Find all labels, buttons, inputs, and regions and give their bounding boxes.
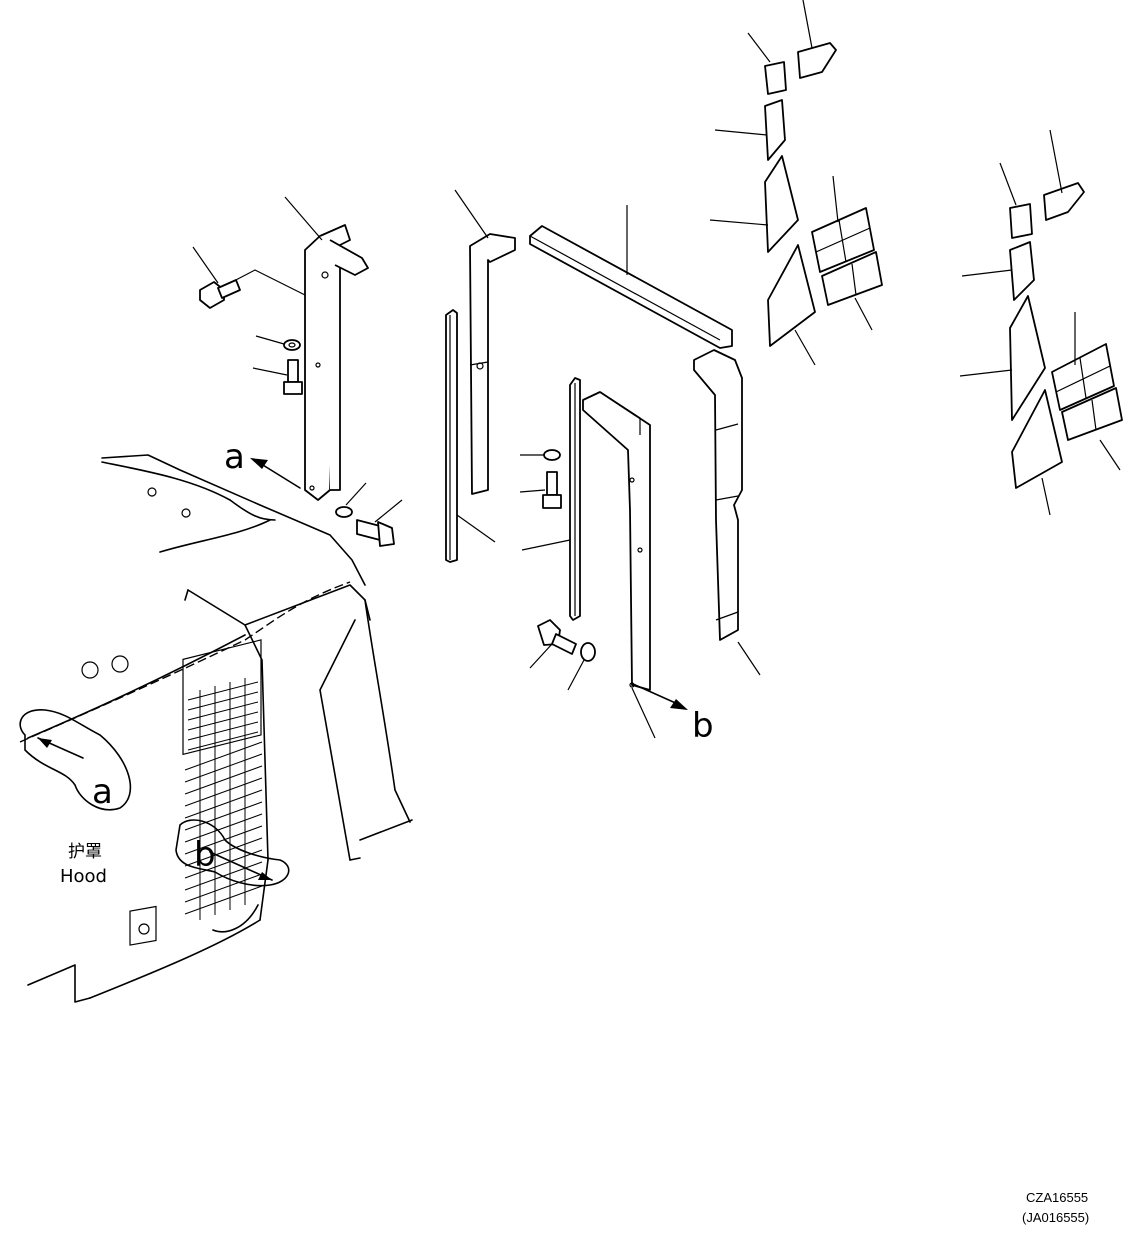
callout-label-a: a: [92, 772, 113, 812]
center-bracket-group: [519, 391, 688, 739]
drawing-code: CZA16555: [1026, 1190, 1088, 1205]
left-bracket-group: [192, 196, 403, 547]
callout-label-b: b: [194, 835, 216, 875]
bolt-top-left: [199, 279, 241, 309]
callout-bubble-a: [19, 709, 132, 811]
hood-label-english: Hood: [60, 866, 107, 887]
hood-label-chinese: 护罩: [68, 842, 102, 862]
drawing-code-secondary: (JA016555): [1022, 1210, 1089, 1225]
view-marker-b: b: [692, 706, 714, 746]
hood-assembly: [19, 454, 413, 1003]
view-marker-a: a: [224, 437, 245, 477]
pad-group-1: [709, 0, 883, 366]
pad-group-2: [959, 129, 1123, 516]
callout-bubble-b: [175, 819, 290, 887]
center-seal-group: [445, 189, 761, 676]
